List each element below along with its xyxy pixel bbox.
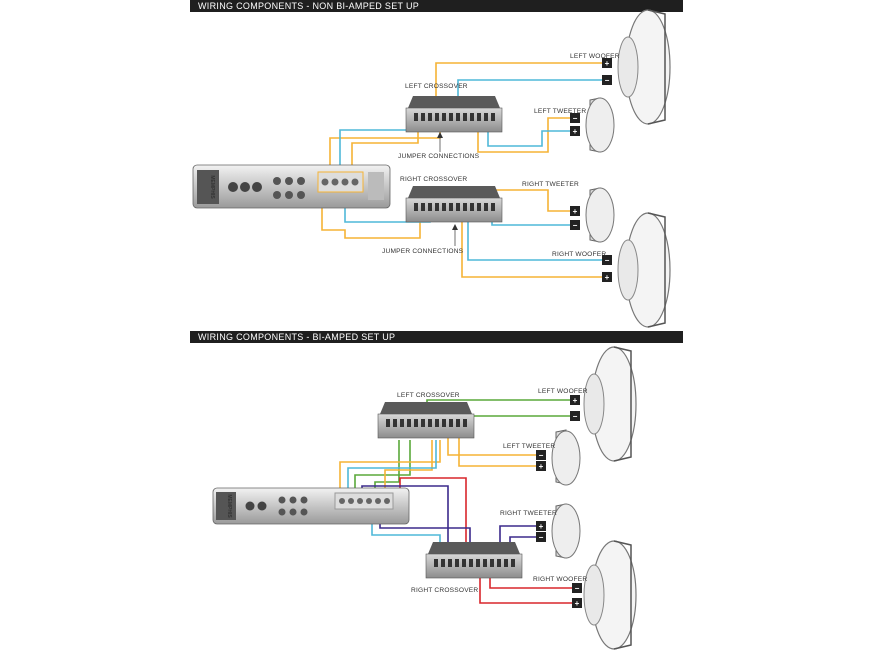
label-right-crossover-top: RIGHT CROSSOVER: [400, 176, 467, 183]
svg-text:−: −: [605, 256, 610, 265]
label-jumper-connections-1: JUMPER CONNECTIONS: [398, 153, 480, 160]
svg-text:−: −: [573, 412, 578, 421]
svg-text:−: −: [539, 451, 544, 460]
svg-text:+: +: [573, 396, 578, 405]
label-right-crossover-bottom: RIGHT CROSSOVER: [411, 587, 478, 594]
right-tweeter-top: [585, 187, 615, 243]
label-left-woofer-bottom: LEFT WOOFER: [538, 388, 588, 395]
svg-text:−: −: [605, 76, 610, 85]
label-right-woofer-bottom: RIGHT WOOFER: [533, 576, 587, 583]
terminals-bottom: + − − + + − − +: [536, 395, 582, 608]
label-left-crossover-top: LEFT CROSSOVER: [405, 83, 468, 90]
right-woofer-top: [617, 212, 671, 328]
label-left-tweeter-bottom: LEFT TWEETER: [503, 443, 555, 450]
label-left-woofer-top: LEFT WOOFER: [570, 53, 620, 60]
section-title-non-bi-amped: WIRING COMPONENTS - NON BI-AMPED SET UP: [190, 0, 683, 12]
left-woofer-bottom: [583, 346, 637, 462]
left-crossover-bottom: [377, 402, 475, 439]
svg-text:−: −: [539, 533, 544, 542]
label-left-tweeter-top: LEFT TWEETER: [534, 108, 586, 115]
left-woofer-top: [617, 9, 671, 125]
svg-text:+: +: [605, 59, 610, 68]
amp-brand-label-bottom: MEMPHIS: [226, 494, 232, 518]
section-title-bi-amped: WIRING COMPONENTS - BI-AMPED SET UP: [190, 331, 683, 343]
svg-text:+: +: [539, 522, 544, 531]
svg-text:−: −: [573, 114, 578, 123]
right-tweeter-bottom: [551, 503, 581, 559]
left-tweeter-bottom: [551, 429, 581, 486]
label-left-crossover-bottom: LEFT CROSSOVER: [397, 392, 460, 399]
svg-text:−: −: [575, 584, 580, 593]
right-crossover-top: [405, 186, 503, 223]
svg-text:+: +: [539, 462, 544, 471]
left-crossover-top: [405, 96, 503, 133]
svg-text:+: +: [573, 127, 578, 136]
label-right-tweeter-bottom: RIGHT TWEETER: [500, 510, 557, 517]
terminals-top: + − − + + − − +: [570, 58, 612, 282]
svg-text:−: −: [573, 221, 578, 230]
left-tweeter-top: [585, 97, 615, 153]
amplifier-top: MEMPHIS: [192, 164, 391, 209]
svg-text:+: +: [575, 599, 580, 608]
label-right-woofer-top: RIGHT WOOFER: [552, 251, 606, 258]
amplifier-bottom: MEMPHIS: [212, 487, 410, 525]
right-woofer-bottom: [583, 540, 637, 650]
svg-text:+: +: [573, 207, 578, 216]
svg-text:+: +: [605, 273, 610, 282]
amp-brand-label: MEMPHIS: [209, 175, 215, 199]
label-jumper-connections-2: JUMPER CONNECTIONS: [382, 248, 464, 255]
label-right-tweeter-top: RIGHT TWEETER: [522, 181, 579, 188]
right-crossover-bottom: [425, 542, 523, 579]
